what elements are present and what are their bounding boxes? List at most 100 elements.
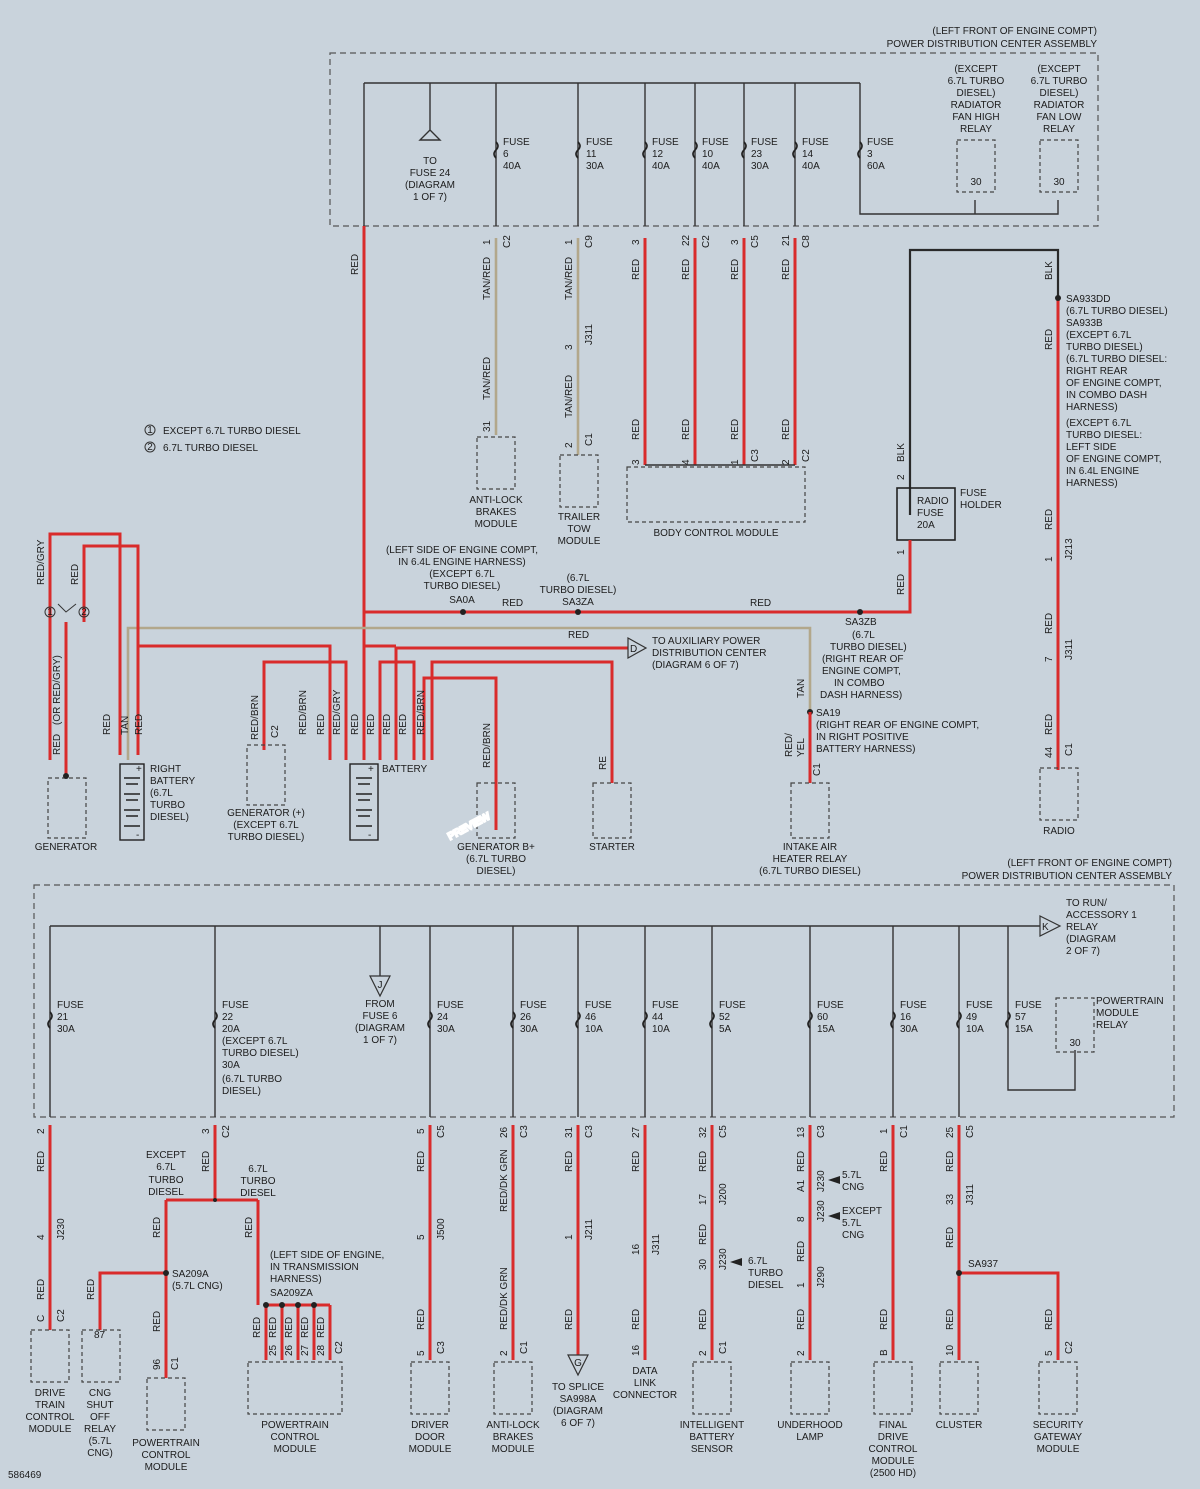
svg-text:FUSE: FUSE — [966, 1000, 993, 1011]
pin-label: 31 — [482, 420, 493, 432]
svg-text:TURBO DIESEL): TURBO DIESEL) — [1066, 342, 1143, 353]
wire-label: YEL — [796, 738, 807, 757]
svg-text:HEATER RELAY: HEATER RELAY — [773, 854, 848, 865]
svg-text:RED: RED — [284, 1317, 295, 1338]
svg-text:FUSE: FUSE — [702, 137, 729, 148]
legend: 1 EXCEPT 6.7L TURBO DIESEL 2 6.7L TURBO … — [144, 424, 301, 454]
svg-text:SENSOR: SENSOR — [691, 1444, 733, 1455]
svg-text:46: 46 — [585, 1012, 597, 1023]
sa3za-note: (6.7L TURBO DIESEL) SA3ZA — [540, 573, 617, 608]
svg-text:FUSE: FUSE — [520, 1000, 547, 1011]
svg-text:(6.7L TURBO: (6.7L TURBO — [222, 1074, 282, 1085]
svg-text:TOW: TOW — [567, 524, 591, 535]
svg-text:(EXCEPT: (EXCEPT — [954, 64, 997, 75]
splice-sa3zb — [857, 609, 863, 615]
svg-text:26: 26 — [499, 1126, 510, 1138]
svg-text:(DIAGRAM 6 OF 7): (DIAGRAM 6 OF 7) — [652, 660, 739, 671]
svg-text:11: 11 — [586, 149, 597, 160]
svg-text:MODULE: MODULE — [145, 1462, 188, 1473]
svg-text:16: 16 — [631, 1344, 642, 1356]
svg-text:49: 49 — [966, 1012, 978, 1023]
svg-text:6.7L: 6.7L — [248, 1164, 268, 1175]
sa19-note: SA19 (RIGHT REAR OF ENGINE COMPT, IN RIG… — [816, 708, 979, 755]
wire-label-blk-2: BLK — [1044, 261, 1055, 280]
svg-text:MODULE: MODULE — [1096, 1008, 1139, 1019]
svg-text:RED/BRN: RED/BRN — [416, 690, 427, 735]
svg-text:(DIAGRAM: (DIAGRAM — [405, 180, 455, 191]
battery: + - BATTERY — [349, 763, 428, 841]
svg-text:16: 16 — [900, 1012, 912, 1023]
bottom-pdc-box — [33, 884, 1175, 1118]
svg-text:40A: 40A — [503, 161, 521, 172]
svg-text:RED: RED — [1044, 613, 1055, 634]
svg-text:6.7L: 6.7L — [748, 1256, 768, 1267]
svg-text:33: 33 — [945, 1193, 956, 1205]
svg-text:ANTI-LOCK: ANTI-LOCK — [469, 495, 523, 506]
svg-text:1: 1 — [147, 425, 153, 436]
svg-text:FUSE: FUSE — [437, 1000, 464, 1011]
to-run-note: TO RUN/ ACCESSORY 1 RELAY (DIAGRAM 2 OF … — [1066, 898, 1137, 957]
conn-label: C9 — [584, 235, 595, 248]
svg-text:RED: RED — [730, 259, 741, 280]
svg-text:TRAIN: TRAIN — [35, 1400, 65, 1411]
svg-text:RED: RED — [316, 1317, 327, 1338]
cluster: CLUSTER — [936, 1361, 982, 1431]
svg-text:BATTERY HARNESS): BATTERY HARNESS) — [816, 744, 915, 755]
svg-text:C: C — [36, 1315, 47, 1322]
svg-text:BRAKES: BRAKES — [476, 507, 517, 518]
svg-text:(6.7L: (6.7L — [150, 788, 173, 799]
svg-text:30A: 30A — [586, 161, 604, 172]
svg-text:2: 2 — [499, 1350, 510, 1356]
top-pdc-title-2: POWER DISTRIBUTION CENTER ASSEMBLY — [887, 39, 1098, 50]
svg-text:FUSE: FUSE — [817, 1000, 844, 1011]
svg-text:96: 96 — [152, 1358, 163, 1370]
svg-text:31: 31 — [564, 1126, 575, 1138]
wire-label-tan-red-3: TAN/RED — [564, 257, 575, 300]
wire-label-red: RED — [896, 574, 907, 595]
svg-text:6 OF 7): 6 OF 7) — [561, 1418, 595, 1429]
svg-text:22: 22 — [222, 1012, 234, 1023]
top-pdc-title-1: (LEFT FRONT OF ENGINE COMPT) — [932, 26, 1097, 37]
svg-text:RED: RED — [201, 1151, 212, 1172]
svg-text:1: 1 — [1044, 556, 1055, 562]
svg-text:FUSE: FUSE — [652, 137, 679, 148]
svg-text:2: 2 — [147, 442, 153, 453]
svg-text:RED: RED — [564, 1309, 575, 1330]
svg-text:2 OF 7): 2 OF 7) — [1066, 946, 1100, 957]
svg-text:RED: RED — [416, 1309, 427, 1330]
svg-text:FUSE: FUSE — [586, 137, 613, 148]
svg-text:5A: 5A — [719, 1024, 732, 1035]
svg-text:C3: C3 — [816, 1125, 827, 1138]
svg-text:2: 2 — [796, 1350, 807, 1356]
underhood-lamp: UNDERHOOD LAMP — [777, 1361, 843, 1443]
top-pdc-box — [329, 52, 1099, 227]
svg-text:LEFT SIDE: LEFT SIDE — [1066, 442, 1117, 453]
svg-text:SECURITY: SECURITY — [1033, 1420, 1084, 1431]
svg-text:3: 3 — [631, 239, 642, 245]
main-red-label: RED — [350, 254, 361, 275]
svg-text:C5: C5 — [436, 1125, 447, 1138]
svg-text:POWERTRAIN: POWERTRAIN — [132, 1438, 200, 1449]
svg-text:(5.7L: (5.7L — [89, 1436, 112, 1447]
starter: STARTER — [589, 782, 635, 853]
svg-text:RED: RED — [36, 1279, 47, 1300]
svg-text:SA3ZA: SA3ZA — [562, 597, 594, 608]
svg-text:RED: RED — [564, 1151, 575, 1172]
svg-text:3: 3 — [730, 239, 741, 245]
conn-label: C1 — [812, 763, 823, 776]
svg-text:C2: C2 — [1064, 1341, 1075, 1354]
wire-label-tan-red-2: TAN/RED — [482, 357, 493, 400]
svg-text:27: 27 — [631, 1126, 642, 1138]
svg-text:DIESEL): DIESEL) — [957, 88, 996, 99]
svg-text:TURBO DIESEL): TURBO DIESEL) — [228, 832, 305, 843]
svg-text:(RIGHT REAR OF: (RIGHT REAR OF — [822, 654, 903, 665]
svg-text:INTAKE AIR: INTAKE AIR — [783, 842, 837, 853]
svg-text:TURBO DIESEL): TURBO DIESEL) — [540, 585, 617, 596]
svg-text:87: 87 — [94, 1330, 106, 1341]
svg-text:RED: RED — [70, 564, 81, 585]
svg-text:(LEFT SIDE OF ENGINE,: (LEFT SIDE OF ENGINE, — [270, 1250, 384, 1261]
powertrain-control-module: POWERTRAIN CONTROL MODULE — [247, 1361, 343, 1455]
svg-text:RED: RED — [945, 1309, 956, 1330]
svg-text:RADIATOR: RADIATOR — [951, 100, 1002, 111]
generator-plus: GENERATOR (+) (EXCEPT 6.7L TURBO DIESEL) — [227, 744, 305, 843]
